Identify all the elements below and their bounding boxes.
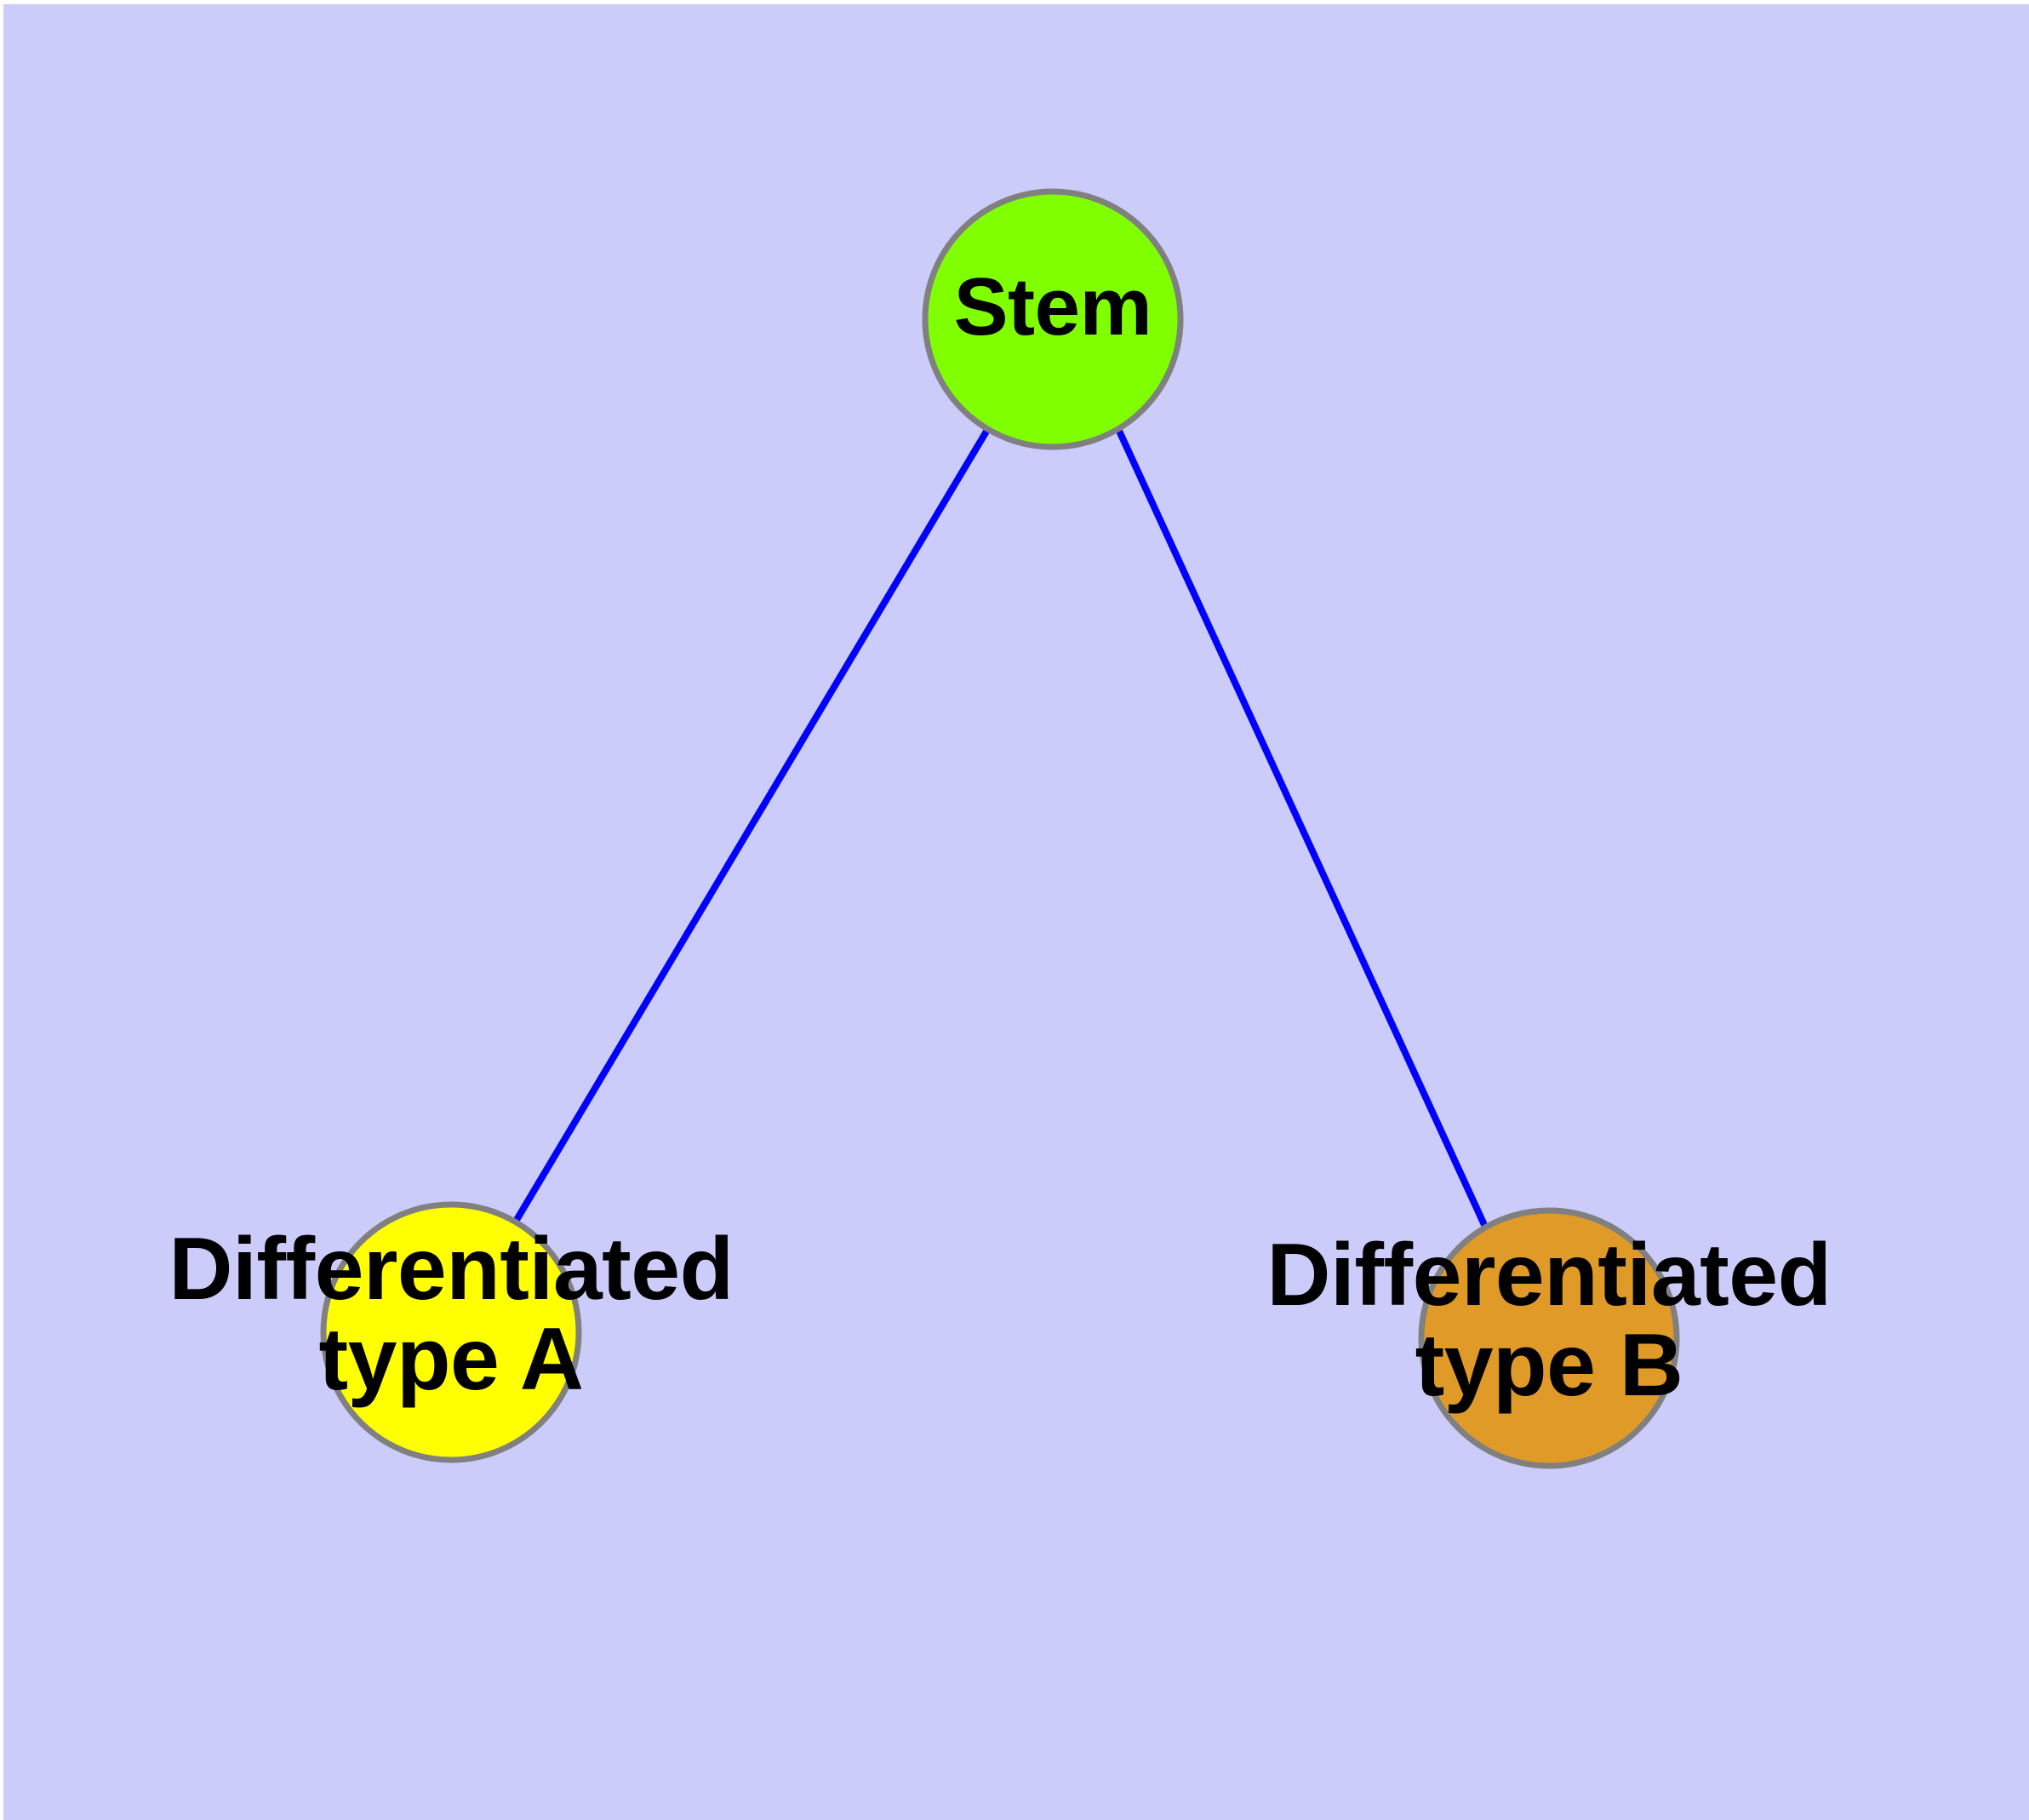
edge-stem-to-differentiated-type-a bbox=[513, 427, 991, 1222]
node-stem[interactable] bbox=[922, 188, 1184, 450]
edge-layer bbox=[513, 427, 1489, 1228]
node-differentiated-type-b[interactable] bbox=[1418, 1207, 1680, 1469]
edge-stem-to-differentiated-type-b bbox=[1115, 427, 1489, 1228]
node-layer bbox=[320, 188, 1680, 1469]
node-differentiated-type-a[interactable] bbox=[320, 1201, 582, 1463]
